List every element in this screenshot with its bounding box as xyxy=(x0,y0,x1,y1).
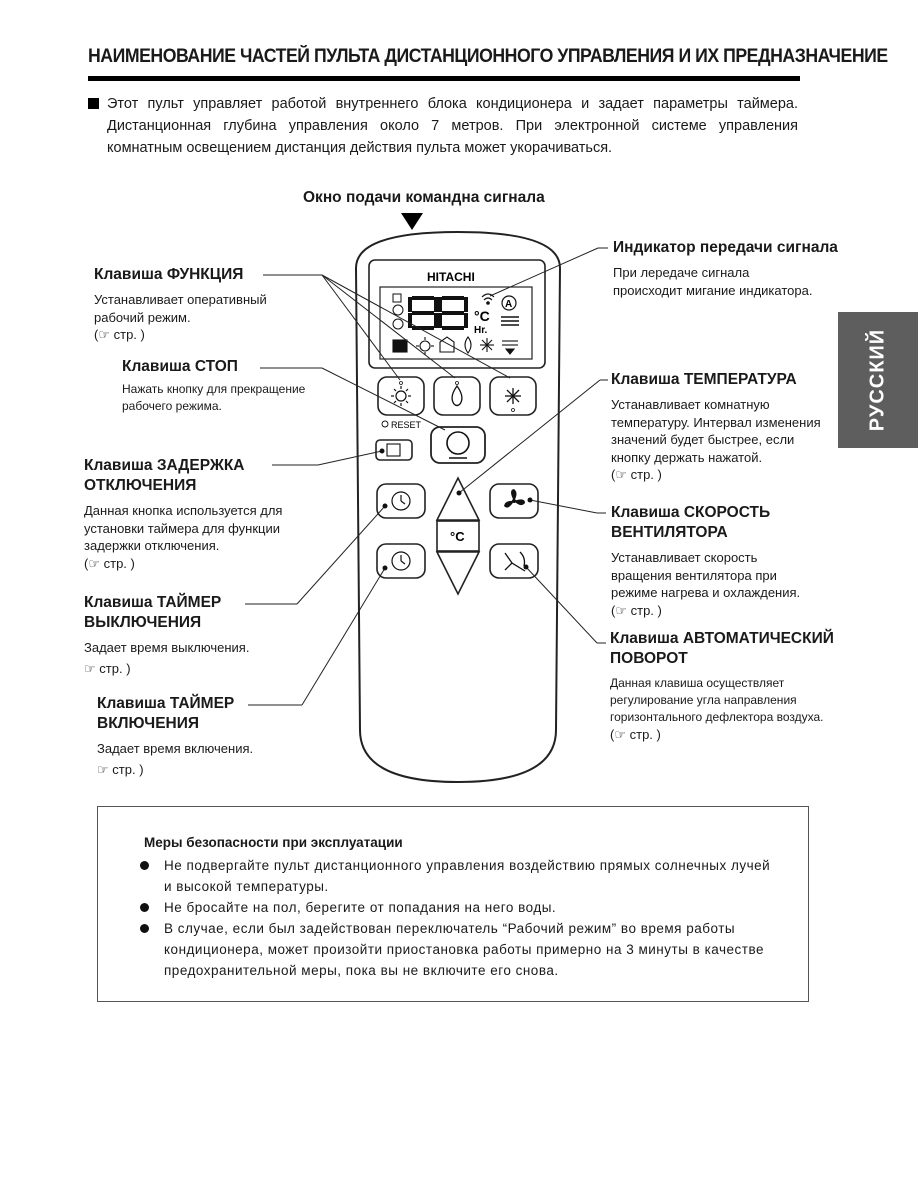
temp-down-button[interactable] xyxy=(435,551,481,596)
swing-key-ref: (☞ стр. ) xyxy=(610,727,661,742)
reset-label: RESET xyxy=(391,420,422,430)
sleep-icon xyxy=(386,443,401,457)
lcd-signal-icon xyxy=(481,293,495,305)
temperature-key-label: Клавиша ТЕМПЕРАТУРА Устанавливает комнат… xyxy=(611,371,821,482)
lcd-celsius: °C xyxy=(474,308,490,324)
brand-logo: HITACHI xyxy=(427,270,475,284)
signal-window-label: Окно подачи команднa сигнала xyxy=(303,189,545,206)
stop-button[interactable] xyxy=(430,426,486,464)
sleep-delay-button[interactable] xyxy=(375,439,413,461)
leader-dots xyxy=(379,448,533,571)
fan-icon xyxy=(504,489,525,508)
bullet-square-icon xyxy=(88,98,99,109)
dry-button[interactable] xyxy=(433,376,481,416)
fan-speed-key-label: Клавиша СКОРОСТЬ ВЕНТИЛЯТОРА Устанавлива… xyxy=(611,504,801,618)
safety-box: Меры безопасности при эксплуатации Не по… xyxy=(97,806,809,1002)
lcd-heat-mode-icon xyxy=(419,340,431,352)
lcd-auto-icon xyxy=(501,295,517,311)
on-timer-key-label: Клавиша ТАЙМЕР ВКЛЮЧЕНИЯ Задает время вк… xyxy=(97,695,254,777)
signal-window-arrow-icon xyxy=(401,213,423,230)
signal-indicator-label: Индикатор передачи сигнала При лередаче … xyxy=(613,239,838,298)
stop-key-label: Клавиша СТОП Нажать кнопку для прекращен… xyxy=(122,358,306,413)
hand-pointer-icon: ☞ xyxy=(97,761,109,777)
delay-key-label: Клавиша ЗАДЕРЖКА ОТКЛЮЧЕНИЯ Данная кнопк… xyxy=(84,457,283,571)
intro-paragraph: Этот пульт управляет работой внутреннего… xyxy=(88,93,798,159)
swing-button[interactable] xyxy=(489,543,539,579)
list-item: Не подвергайте пульт дистанционного упра… xyxy=(138,855,778,897)
lcd-sleep-icon xyxy=(392,293,402,303)
page-title: НАИМЕНОВАНИЕ ЧАСТЕЙ ПУЛЬТА ДИСТАНЦИОННОГ… xyxy=(88,46,888,67)
lcd-home-icon xyxy=(439,336,455,353)
on-timer-ref: ☞ стр. ) xyxy=(97,761,144,777)
lcd-timer-off-icon xyxy=(392,304,404,316)
temp-key-unit: °C xyxy=(450,529,465,544)
heat-button[interactable] xyxy=(377,376,425,416)
leader-lines xyxy=(245,247,608,706)
lcd-mode-icons xyxy=(392,336,518,355)
off-timer-ref: ☞ стр. ) xyxy=(84,660,131,676)
swing-key-label: Клавиша АВТОМАТИЧЕСКИЙ ПОВОРОТ Данная кл… xyxy=(610,630,834,742)
temperature-key-ref: (☞ стр. ) xyxy=(611,467,662,482)
swing-louver-icon xyxy=(504,551,526,572)
list-item: В случае, если был задействован переключ… xyxy=(138,918,778,981)
delay-key-ref: (☞ стр. ) xyxy=(84,555,135,571)
stop-circle-icon xyxy=(446,431,470,455)
lcd-timer-on-icon xyxy=(392,318,404,330)
off-timer-key-label: Клавиша ТАЙМЕР ВЫКЛЮЧЕНИЯ Задает время в… xyxy=(84,594,250,676)
intro-text: Этот пульт управляет работой внутреннего… xyxy=(107,96,798,156)
lcd-louver-icon xyxy=(501,316,519,326)
hand-pointer-icon: ☞ xyxy=(98,327,110,342)
on-timer-clock-icon xyxy=(391,551,411,571)
language-tab: РУССКИЙ xyxy=(838,312,918,448)
hand-pointer-icon: ☞ xyxy=(88,555,100,571)
lcd-digits xyxy=(408,296,468,330)
heat-sun-icon xyxy=(391,386,411,406)
lcd-hr: Hr. xyxy=(474,325,488,336)
cool-snowflake-icon xyxy=(505,388,521,404)
lcd-fan-mode-icon xyxy=(392,339,408,353)
reset-hole-icon[interactable] xyxy=(381,420,389,428)
lcd-auto-letter: A xyxy=(505,299,512,310)
safety-heading: Меры безопасности при эксплуатации xyxy=(144,835,403,850)
hand-pointer-icon: ☞ xyxy=(614,727,626,742)
temp-up-button[interactable] xyxy=(435,476,481,521)
off-timer-clock-icon xyxy=(391,491,411,511)
dry-drop-icon xyxy=(451,384,463,407)
safety-list: Не подвергайте пульт дистанционного упра… xyxy=(138,855,778,981)
function-key-label: Клавиша ФУНКЦИЯ Устанавливает оперативны… xyxy=(94,266,267,342)
hand-pointer-icon: ☞ xyxy=(615,602,627,618)
function-key-ref: (☞ стр. ) xyxy=(94,327,145,342)
hand-pointer-icon: ☞ xyxy=(615,467,627,482)
fan-speed-key-ref: (☞ стр. ) xyxy=(611,602,662,618)
temp-key-center xyxy=(436,520,480,552)
title-rule xyxy=(88,76,800,81)
list-item: Не бросайте на пол, берегите от попадани… xyxy=(138,897,778,918)
lcd-dry-mode-icon xyxy=(464,336,472,354)
hand-pointer-icon: ☞ xyxy=(84,660,96,676)
